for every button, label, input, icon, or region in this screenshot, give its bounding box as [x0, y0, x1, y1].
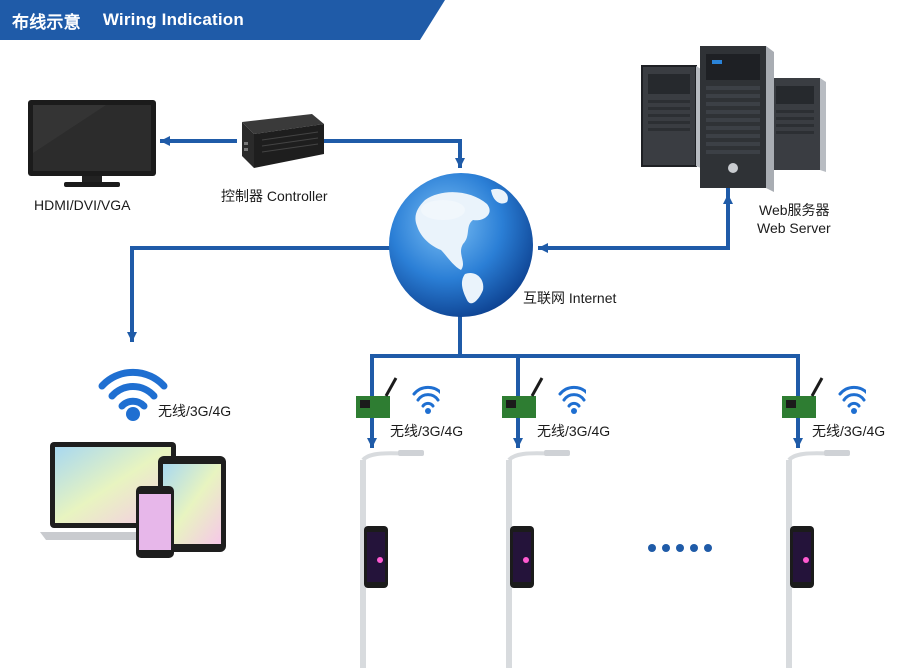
- controller-box-icon: [242, 114, 324, 168]
- ellipsis-dot: [676, 544, 684, 552]
- devices-icon: [40, 442, 226, 558]
- header-title-cn: 布线示意: [12, 12, 81, 32]
- pole-display-icon: [356, 377, 440, 668]
- line-controller-internet: [320, 139, 465, 168]
- wifi-icon: [98, 368, 168, 421]
- internet-label: 互联网 Internet: [523, 290, 617, 306]
- server-label-en: Web Server: [757, 220, 831, 236]
- controller-label: 控制器 Controller: [221, 188, 328, 204]
- pole-2-wireless-label: 无线/3G/4G: [537, 423, 611, 439]
- server-tower-icon: [641, 46, 826, 192]
- mobile-wireless-label: 无线/3G/4G: [158, 403, 232, 419]
- line-internet-mobile: [127, 246, 394, 342]
- pole-1-wireless-label: 无线/3G/4G: [390, 423, 464, 439]
- more-poles-ellipsis: [648, 544, 712, 552]
- pole-display-icon: [502, 377, 586, 668]
- ellipsis-dot: [690, 544, 698, 552]
- header-title: 布线示意 Wiring Indication: [12, 7, 244, 33]
- server-label-cn: Web服务器: [759, 202, 830, 218]
- pole-3-wireless-label: 无线/3G/4G: [812, 423, 886, 439]
- ellipsis-dot: [648, 544, 656, 552]
- ellipsis-dot: [704, 544, 712, 552]
- globe-icon: [389, 173, 533, 317]
- header-title-en: Wiring Indication: [102, 10, 244, 29]
- header-band: [0, 0, 445, 40]
- ellipsis-dot: [662, 544, 670, 552]
- pole-display-icon: [782, 377, 866, 668]
- monitor-icon: [28, 100, 156, 187]
- monitor-label: HDMI/DVI/VGA: [34, 197, 131, 213]
